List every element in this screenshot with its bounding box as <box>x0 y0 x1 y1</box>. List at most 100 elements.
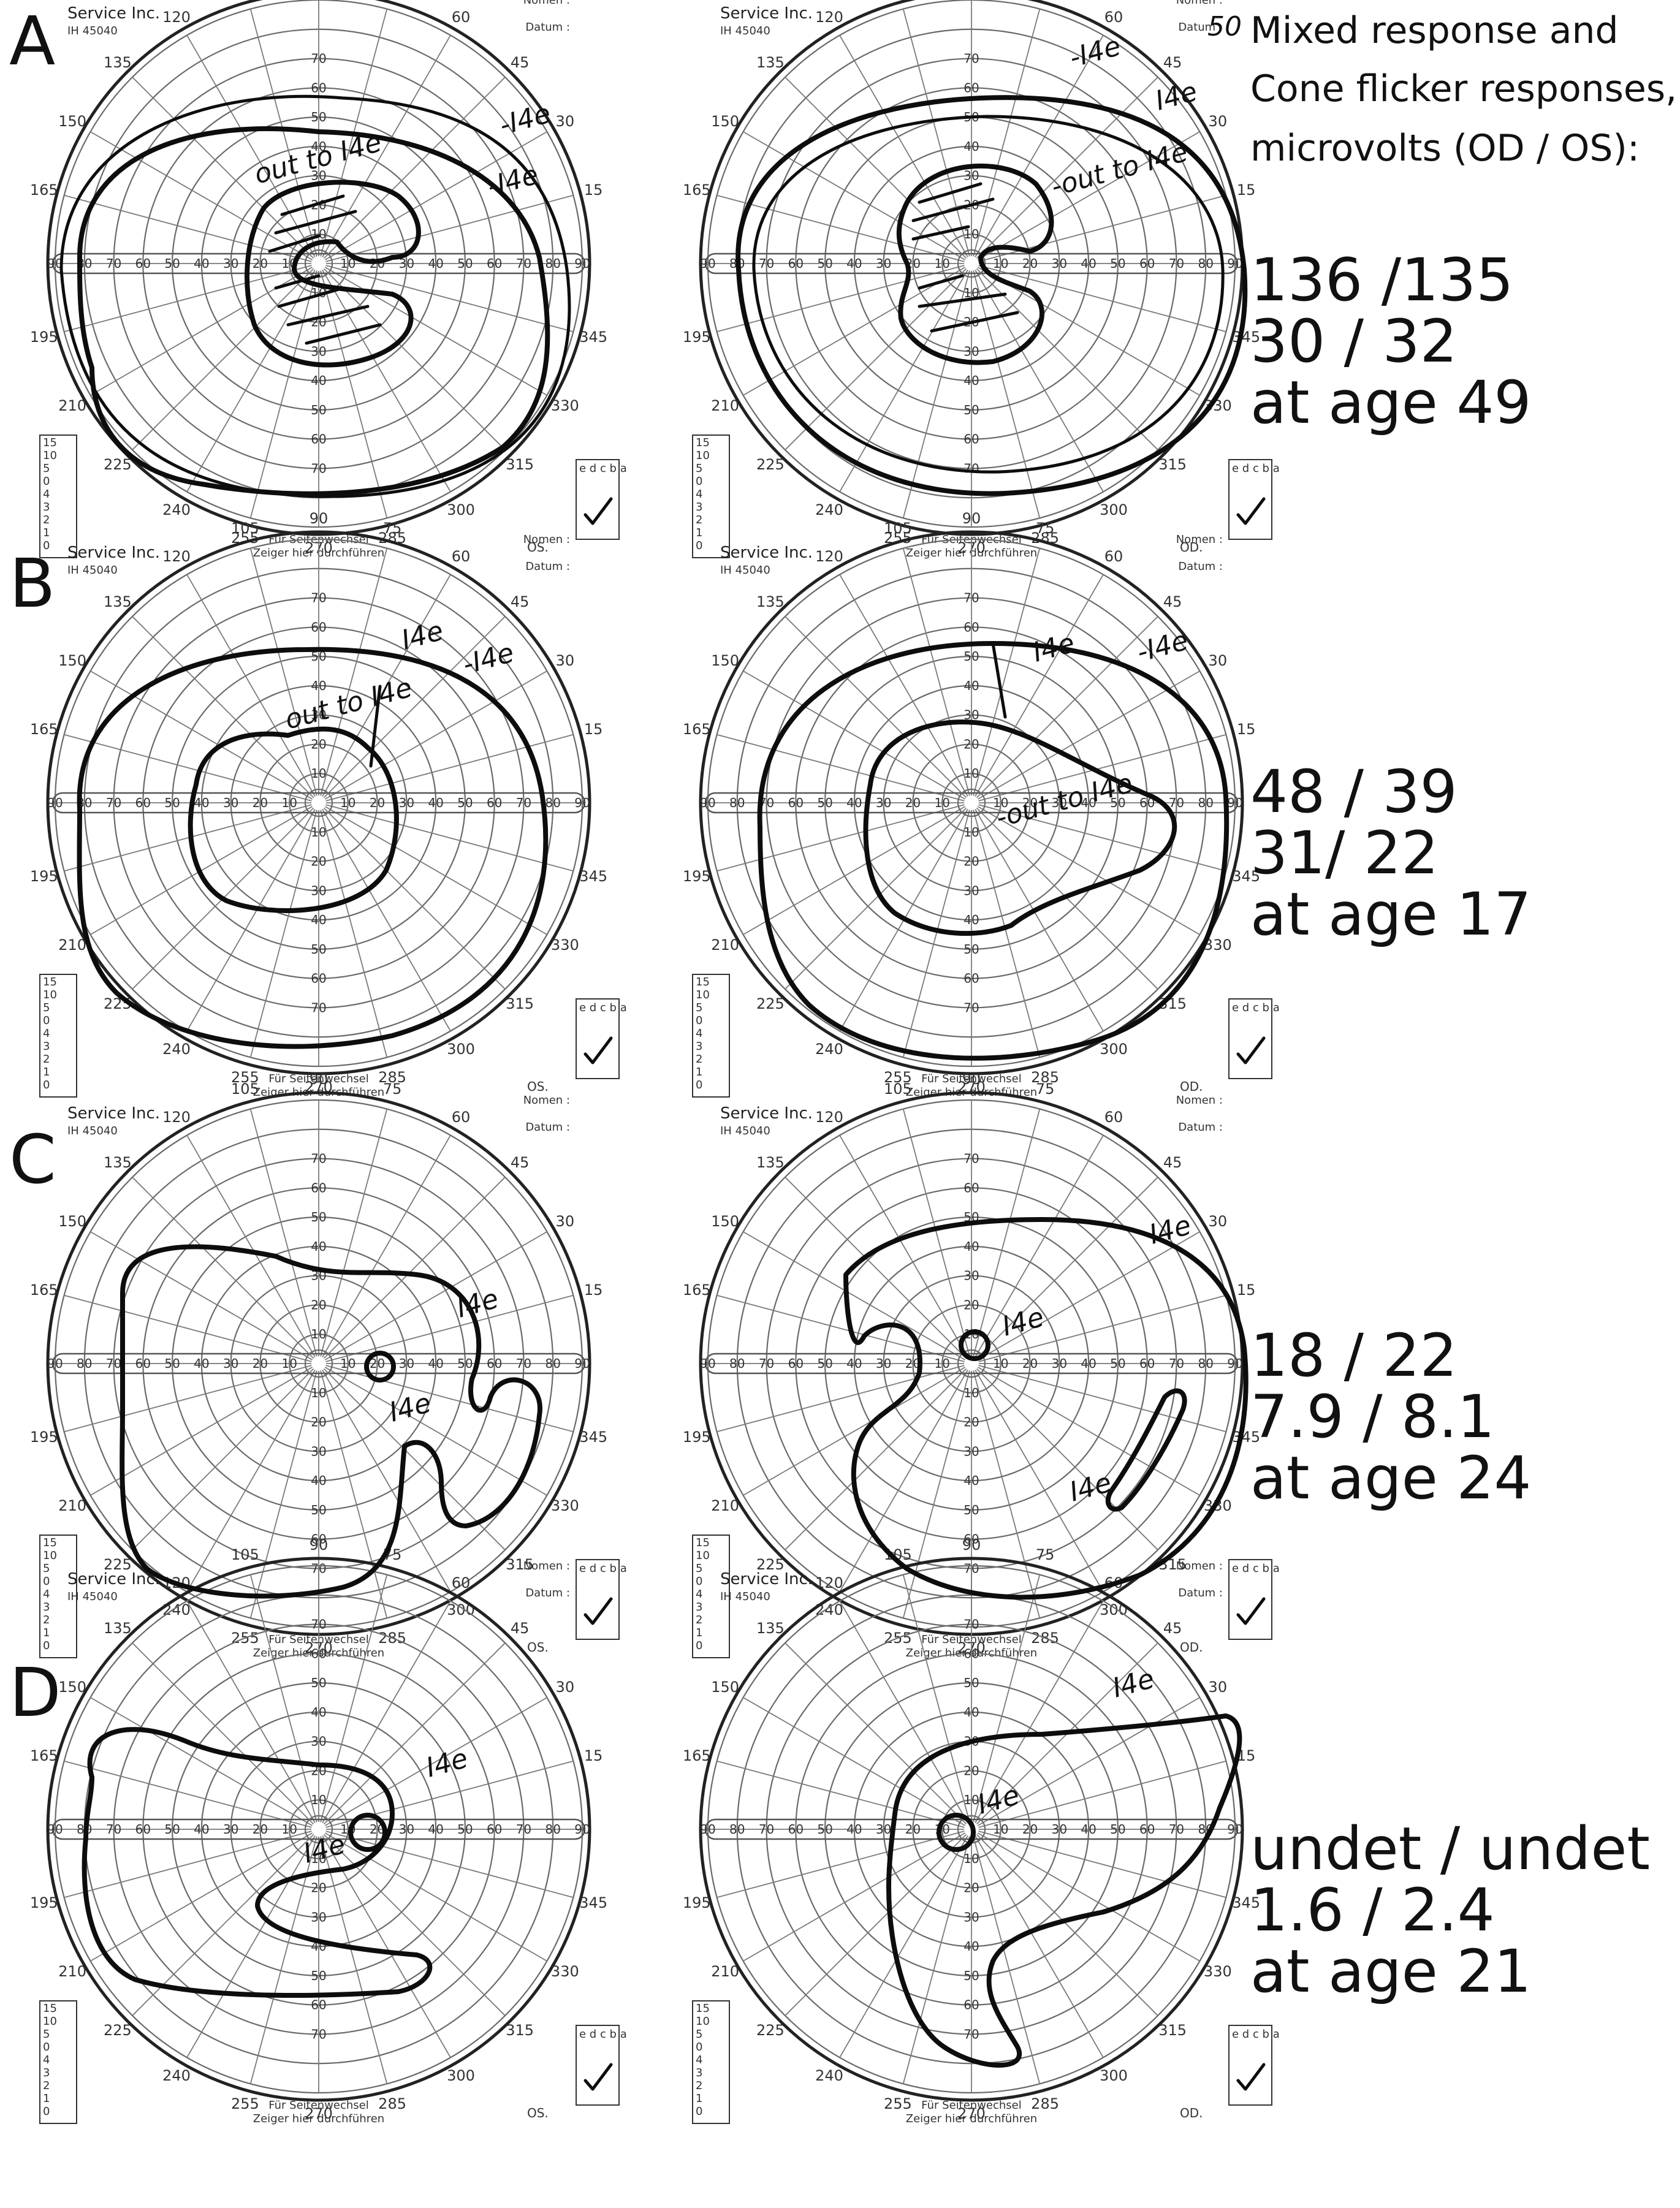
meridian-300 <box>322 808 451 1031</box>
angle-label: 225 <box>104 456 132 473</box>
eccentricity-label-vertical: 60 <box>964 971 979 986</box>
angle-label: 345 <box>1232 1428 1260 1446</box>
meridian-255 <box>902 270 970 518</box>
eccentricity-label: 70 <box>516 1822 531 1837</box>
eccentricity-label-vertical: 40 <box>311 678 326 693</box>
meridian-165 <box>716 1294 965 1362</box>
angle-label: 240 <box>162 1041 191 1058</box>
db-table-cell: 4 <box>43 2054 50 2066</box>
chart-outer-ring <box>46 0 591 536</box>
meridian-195 <box>716 804 965 872</box>
chart-brand: Service Inc. <box>67 1570 160 1588</box>
eccentricity-label-vertical: 70 <box>311 51 326 66</box>
eccentricity-label-vertical: 40 <box>964 912 979 927</box>
checkmark-icon <box>1236 2063 1266 2091</box>
angle-label: 105 <box>231 520 259 537</box>
angle-label: 45 <box>1163 1154 1182 1171</box>
eccentricity-label: 60 <box>135 795 151 810</box>
eccentricity-label: 90 <box>700 256 715 271</box>
isopter-d-right-outer <box>886 1713 1242 2068</box>
eccentricity-label: 20 <box>370 795 385 810</box>
eccentricity-label: 50 <box>1110 1356 1125 1371</box>
meridian-330 <box>977 1832 1200 1962</box>
angle-label: 195 <box>683 1428 711 1446</box>
db-table-cell: 15 <box>696 2002 710 2015</box>
meridian-300 <box>975 1369 1104 1592</box>
angle-label: 195 <box>30 328 58 346</box>
eccentricity-label: 40 <box>846 795 862 810</box>
eccentricity-label-vertical: 40 <box>311 139 326 154</box>
meridian-105 <box>249 9 317 257</box>
meridian-240 <box>186 1835 316 2058</box>
angle-label: 135 <box>756 1620 785 1637</box>
annotation-d-left: I4e <box>423 1743 471 1784</box>
angle-label: 270 <box>305 2105 333 2122</box>
db-table-cell: 5 <box>696 462 702 475</box>
angle-label: 300 <box>447 501 475 518</box>
db-table-cell: 0 <box>43 2041 50 2054</box>
angle-label: 195 <box>30 1428 58 1446</box>
eccentricity-label: 70 <box>516 1356 531 1371</box>
eccentricity-label: 50 <box>164 1822 180 1837</box>
meridian-75 <box>973 9 1041 257</box>
angle-label: 135 <box>756 54 785 71</box>
meridian-210 <box>743 1367 966 1496</box>
eccentricity-label: 70 <box>1169 1822 1184 1837</box>
db-table-cell: 0 <box>43 1575 50 1588</box>
angle-label: 195 <box>683 1894 711 1911</box>
response-value-line-3: at age 17 <box>1250 880 1531 949</box>
db-table-cell: 0 <box>696 539 702 552</box>
meridian-45 <box>323 616 506 799</box>
annotation-a-left: -I4e <box>484 159 542 203</box>
eccentricity-label-vertical: 40 <box>964 1705 979 1720</box>
eccentricity-label-vertical: 60 <box>964 620 979 634</box>
eccentricity-label: 70 <box>759 1822 774 1837</box>
eccentricity-label: 30 <box>1052 795 1067 810</box>
angle-label: 240 <box>162 501 191 518</box>
meridian-150 <box>743 131 966 260</box>
meridian-315 <box>323 1368 506 1550</box>
eccentricity-label: 40 <box>1081 1356 1096 1371</box>
db-table <box>692 974 730 1098</box>
annotation-a-left: -I4e <box>496 98 554 142</box>
meridian-120 <box>186 1601 316 1824</box>
eccentricity-label-vertical: 20 <box>964 1881 979 1895</box>
eccentricity-label-vertical: 60 <box>964 1646 979 1661</box>
meridian-330 <box>324 806 547 935</box>
angle-label: 120 <box>162 548 191 565</box>
angle-label: 90 <box>310 1536 329 1554</box>
eccentricity-label: 50 <box>1110 795 1125 810</box>
eccentricity-label: 20 <box>905 1822 921 1837</box>
angle-label: 165 <box>683 721 711 738</box>
angle-label: 150 <box>58 1679 86 1696</box>
arc-text-de: Für Seitenwechsel <box>268 1072 369 1085</box>
eccentricity-label: 70 <box>516 256 531 271</box>
eccentricity-label-vertical: 20 <box>311 737 326 751</box>
db-table-cell: 15 <box>43 976 57 988</box>
meridian-285 <box>973 1370 1041 1618</box>
meridian-105 <box>249 1109 317 1357</box>
eccentricity-label: 40 <box>846 1822 862 1837</box>
eccentricity-label: 20 <box>253 795 268 810</box>
chart-datum: Datum : <box>525 1121 570 1134</box>
meridian-105 <box>902 9 970 257</box>
db-table-cell: 5 <box>696 2028 702 2041</box>
db-table-cell: 2 <box>43 514 50 526</box>
eccentricity-label-vertical: 50 <box>964 1968 979 1983</box>
eccentricity-label: 20 <box>1022 256 1038 271</box>
meridian-75 <box>320 548 388 796</box>
angle-label: 165 <box>683 181 711 199</box>
eccentricity-label-vertical: 10 <box>311 1327 326 1341</box>
meridian-165 <box>64 194 312 262</box>
eccentricity-label: 10 <box>281 1356 297 1371</box>
meridian-30 <box>324 1231 547 1360</box>
angle-label: 120 <box>815 548 843 565</box>
meridian-345 <box>978 1831 1226 1899</box>
isopter-c-right-center <box>959 1329 990 1361</box>
meridian-195 <box>716 1365 965 1433</box>
angle-label: 30 <box>556 1213 575 1230</box>
db-table-cell: 4 <box>696 1588 702 1601</box>
angle-label: 90 <box>962 1071 981 1088</box>
eccentricity-label: 30 <box>876 1822 891 1837</box>
eccentricity-label-vertical: 70 <box>311 461 326 476</box>
